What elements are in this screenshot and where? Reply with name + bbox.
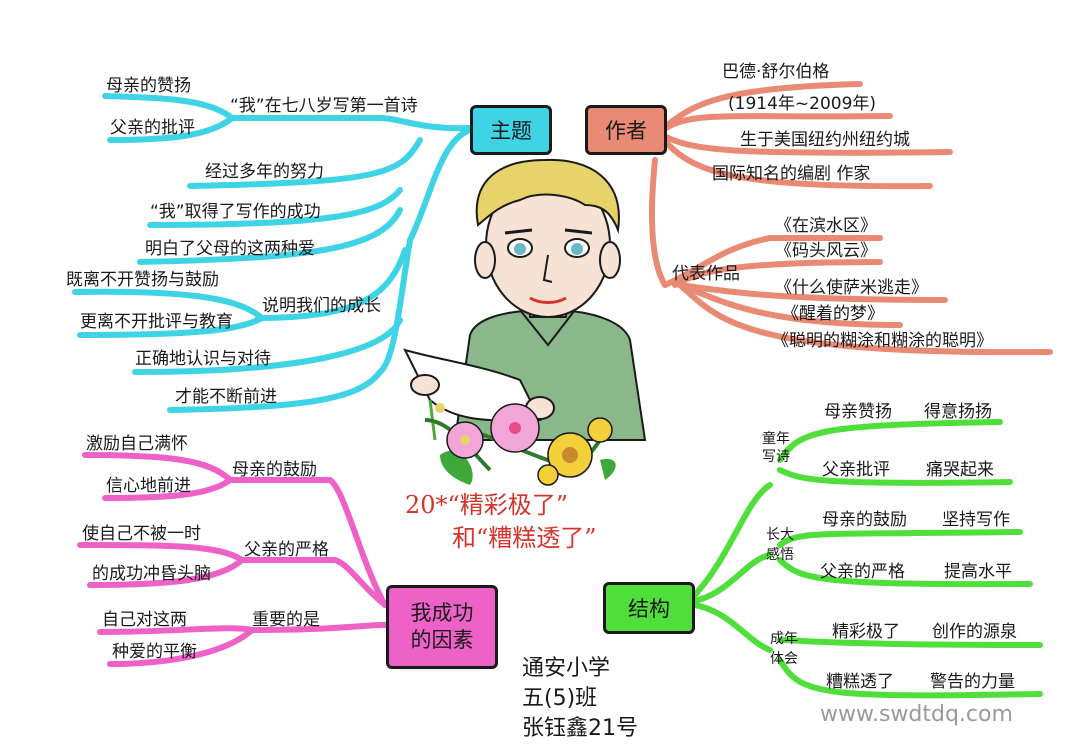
theme-hub: 主题 <box>470 105 552 155</box>
structure-father-result: 痛哭起来 <box>926 460 994 480</box>
theme-criticism: 父亲的批评 <box>110 118 195 138</box>
factors-branch-lines <box>77 452 388 667</box>
factors-father-1: 使自己不被一时 <box>82 524 201 544</box>
signature-class: 五(5)班 <box>522 686 598 711</box>
factors-father: 父亲的严格 <box>244 540 329 560</box>
author-hub: 作者 <box>585 105 667 155</box>
theme-hub-label: 主题 <box>490 119 532 143</box>
factors-father-2: 的成功冲昏头脑 <box>92 564 211 584</box>
author-name: 巴德·舒尔伯格 <box>722 62 830 82</box>
structure-wonderful: 精彩极了 <box>832 622 900 642</box>
author-work-1: 《在滨水区》 <box>775 216 877 236</box>
theme-success: “我”取得了写作的成功 <box>150 202 321 222</box>
structure-branch-lines <box>687 419 1043 699</box>
structure-father-strict: 父亲的严格 <box>820 562 905 582</box>
structure-hub-label: 结构 <box>628 597 670 621</box>
factors-important-2: 种爱的平衡 <box>112 642 197 662</box>
structure-strict-result: 提高水平 <box>944 562 1012 582</box>
signature-student: 张钰鑫21号 <box>522 716 638 741</box>
factors-mother: 母亲的鼓励 <box>232 460 317 480</box>
structure-adult-l1: 成年 <box>770 631 798 647</box>
structure-mother-encourage: 母亲的鼓励 <box>822 510 907 530</box>
factors-hub-line2: 的因素 <box>410 628 474 652</box>
author-works-label: 代表作品 <box>672 264 740 284</box>
author-work-4: 《醒着的梦》 <box>782 304 884 324</box>
theme-understand: 明白了父母的这两种爱 <box>145 239 315 259</box>
factors-important: 重要的是 <box>252 610 320 630</box>
factors-hub-line1: 我成功 <box>410 600 474 625</box>
structure-mother-praise: 母亲赞扬 <box>824 402 892 422</box>
theme-branch-lines <box>72 93 473 413</box>
theme-explain: 说明我们的成长 <box>262 296 381 316</box>
author-years: (1914年~2009年) <box>728 94 877 114</box>
factors-mother-2: 信心地前进 <box>106 476 191 496</box>
structure-encourage-result: 坚持写作 <box>942 510 1010 530</box>
factors-hub: 我成功 的因素 <box>386 585 498 669</box>
structure-growth-l1: 长大 <box>766 527 794 543</box>
author-work-2: 《码头风云》 <box>775 241 877 261</box>
structure-terrible-result: 警告的力量 <box>930 672 1015 692</box>
theme-effort: 经过多年的努力 <box>205 162 324 182</box>
author-branch-lines <box>649 81 1053 356</box>
boy-illustration <box>403 158 647 486</box>
structure-hub: 结构 <box>603 582 695 634</box>
center-title-line1: 20*“精彩极了” <box>405 491 569 519</box>
author-famous: 国际知名的编剧 作家 <box>712 164 871 184</box>
author-born: 生于美国纽约州纽约城 <box>740 130 910 150</box>
signature-school: 通安小学 <box>522 656 611 681</box>
author-work-3: 《什么使萨米逃走》 <box>775 278 928 298</box>
theme-poem: “我”在七八岁写第一首诗 <box>230 96 418 116</box>
factors-mother-1: 激励自己满怀 <box>86 434 188 454</box>
theme-need-criticism: 更离不开批评与教育 <box>80 312 233 332</box>
author-hub-label: 作者 <box>605 119 647 143</box>
structure-terrible: 糟糕透了 <box>826 672 894 692</box>
watermark: www.swdtdq.com <box>820 702 1013 727</box>
theme-praise: 母亲的赞扬 <box>106 76 191 96</box>
structure-mother-result: 得意扬扬 <box>924 402 992 422</box>
structure-childhood-l1: 童年 <box>762 431 790 447</box>
author-work-5: 《聪明的糊涂和糊涂的聪明》 <box>772 331 993 351</box>
theme-progress: 才能不断前进 <box>175 387 277 407</box>
structure-wonderful-result: 创作的源泉 <box>932 622 1017 642</box>
structure-growth-l2: 感悟 <box>766 547 794 563</box>
structure-adult-l2: 体会 <box>770 651 798 667</box>
theme-correct: 正确地认识与对待 <box>135 349 271 369</box>
factors-important-1: 自己对这两 <box>102 610 187 630</box>
structure-childhood-l2: 写诗 <box>762 449 790 465</box>
structure-father-criticism: 父亲批评 <box>822 460 890 480</box>
center-title-line2: 和“糟糕透了” <box>452 524 597 552</box>
theme-need-praise: 既离不开赞扬与鼓励 <box>66 270 219 290</box>
